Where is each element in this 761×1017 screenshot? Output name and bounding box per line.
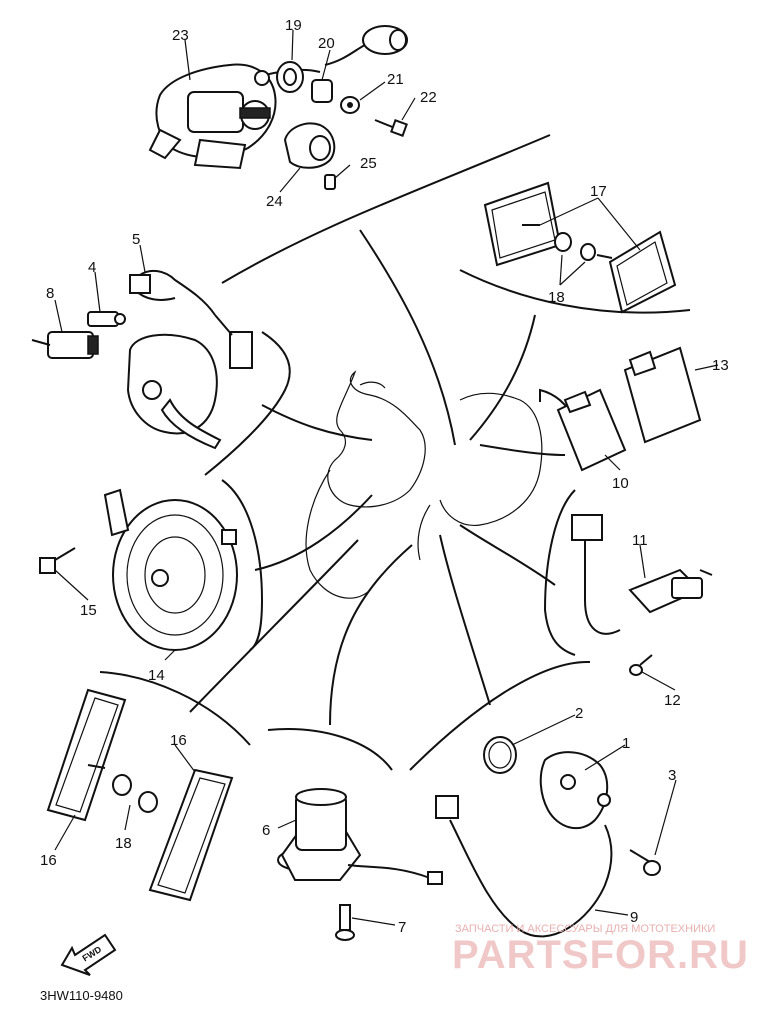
callout-labels: 23 19 20 21 22 24 25 17 18 5 4 8 13 10 1… <box>40 17 729 936</box>
relay-13 <box>623 346 702 444</box>
taillight-housing <box>126 333 222 450</box>
neutral-switch-8 <box>31 331 99 359</box>
nuts-18-top <box>554 232 596 261</box>
callout-7: 7 <box>398 919 406 936</box>
callout-13: 13 <box>712 357 729 374</box>
callout-22: 22 <box>420 89 437 106</box>
callout-14: 14 <box>148 667 165 684</box>
callout-10: 10 <box>612 475 629 492</box>
o-ring-2 <box>483 736 517 774</box>
collar-20 <box>311 25 408 103</box>
callout-3: 3 <box>668 767 676 784</box>
callout-1: 1 <box>622 735 630 752</box>
callout-16-right: 16 <box>170 732 187 749</box>
callout-18-bottom: 18 <box>115 835 132 852</box>
callout-24: 24 <box>266 193 283 210</box>
relay-10 <box>556 388 627 472</box>
callout-18-top: 18 <box>548 289 565 306</box>
callout-15: 15 <box>80 602 97 619</box>
grommet-19 <box>276 61 304 93</box>
side-reflector-16-left <box>46 688 127 822</box>
leader-lines <box>189 229 566 726</box>
callout-17: 17 <box>590 183 607 200</box>
watermark-brand: PARTSFOR.RU <box>452 933 749 977</box>
sensor-6 <box>277 788 443 885</box>
callout-20: 20 <box>318 35 335 52</box>
bolt-15 <box>39 547 76 574</box>
screw-12 <box>629 654 653 676</box>
callout-leaders <box>54 29 719 926</box>
boot-24 <box>283 122 336 169</box>
rear-reflector-17 <box>483 181 677 314</box>
horn-14 <box>103 488 238 651</box>
handlebar-switch-assembly <box>148 63 321 170</box>
callout-5: 5 <box>132 231 140 248</box>
sub-harness-5 <box>129 269 253 369</box>
pickup-coil-1 <box>539 751 611 830</box>
callout-9: 9 <box>630 909 638 926</box>
callout-4: 4 <box>88 259 96 276</box>
front-brake-switch-11 <box>571 514 713 635</box>
screw-25 <box>324 174 336 190</box>
side-reflector-16-right <box>148 768 234 902</box>
callout-12: 12 <box>664 692 681 709</box>
callout-2: 2 <box>575 705 583 722</box>
callout-16-left: 16 <box>40 852 57 869</box>
nuts-18-bottom <box>112 774 158 813</box>
watermark: ЗАПЧАСТИ И АКСЕССУАРЫ ДЛЯ МОТОТЕХНИКИ PA… <box>452 923 749 977</box>
callout-25: 25 <box>360 155 377 172</box>
group-brackets <box>99 134 691 771</box>
frame-outline <box>305 370 543 599</box>
washer-21 <box>340 96 360 114</box>
lead-wire-9 <box>435 795 613 938</box>
bolt-22 <box>374 119 408 137</box>
callout-23: 23 <box>172 27 189 44</box>
callout-19: 19 <box>285 17 302 34</box>
callout-11: 11 <box>632 532 648 549</box>
bolt-7 <box>335 904 355 941</box>
watermark-caption: ЗАПЧАСТИ И АКСЕССУАРЫ ДЛЯ МОТОТЕХНИКИ <box>455 923 715 935</box>
forward-arrow-icon: FWD <box>60 933 117 976</box>
callout-21: 21 <box>387 71 404 88</box>
screw-3 <box>629 849 661 876</box>
callout-6: 6 <box>262 822 270 839</box>
diagram-code: 3HW110-9480 <box>40 988 123 1003</box>
bulb-4 <box>87 311 126 327</box>
callout-8: 8 <box>46 285 54 302</box>
